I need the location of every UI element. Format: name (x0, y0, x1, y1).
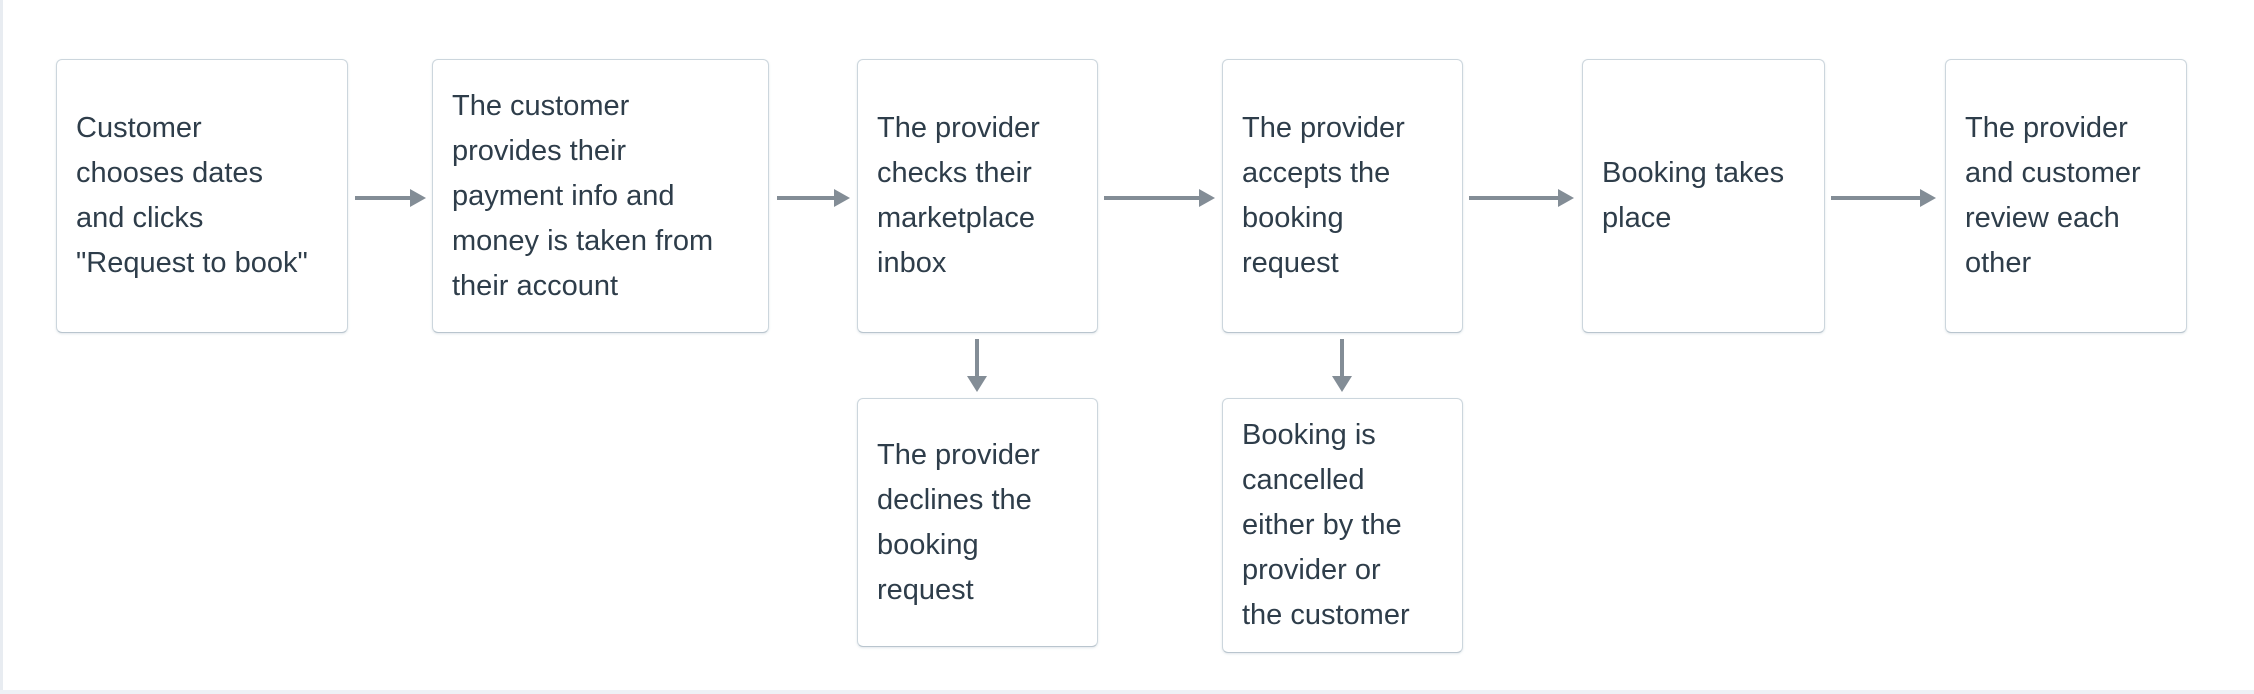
arrow-down-icon (1332, 339, 1352, 392)
flow-step-review: The provider and customer review each ot… (1945, 59, 2187, 333)
flow-step-decline-request: The provider declines the booking reques… (857, 398, 1098, 647)
flow-step-booking-cancelled: Booking is cancelled either by the provi… (1222, 398, 1463, 653)
flow-step-label: Booking is cancelled either by the provi… (1242, 419, 1410, 631)
arrow-right-icon (1469, 189, 1574, 207)
left-edge-strip (0, 0, 3, 694)
flow-step-label: The provider checks their marketplace in… (877, 112, 1040, 279)
flow-step-check-inbox: The provider checks their marketplace in… (857, 59, 1098, 333)
flow-step-label: The provider accepts the booking request (1242, 112, 1405, 279)
flow-step-payment: The customer provides their payment info… (432, 59, 769, 333)
flow-step-label: Booking takes place (1602, 157, 1785, 234)
arrow-down-icon (967, 339, 987, 392)
flow-step-label: The provider declines the booking reques… (877, 438, 1040, 606)
arrow-right-icon (777, 189, 850, 207)
flow-step-choose-dates: Customer chooses dates and clicks "Reque… (56, 59, 348, 333)
arrow-right-icon (355, 189, 426, 207)
bottom-edge-strip (0, 690, 2254, 694)
flow-step-booking-takes-place: Booking takes place (1582, 59, 1825, 333)
arrow-right-icon (1831, 189, 1936, 207)
flow-step-accept-request: The provider accepts the booking request (1222, 59, 1463, 333)
flow-step-label: Customer chooses dates and clicks "Reque… (76, 112, 308, 279)
flow-step-label: The provider and customer review each ot… (1965, 112, 2141, 279)
arrow-right-icon (1104, 189, 1215, 207)
flow-step-label: The customer provides their payment info… (452, 89, 714, 302)
